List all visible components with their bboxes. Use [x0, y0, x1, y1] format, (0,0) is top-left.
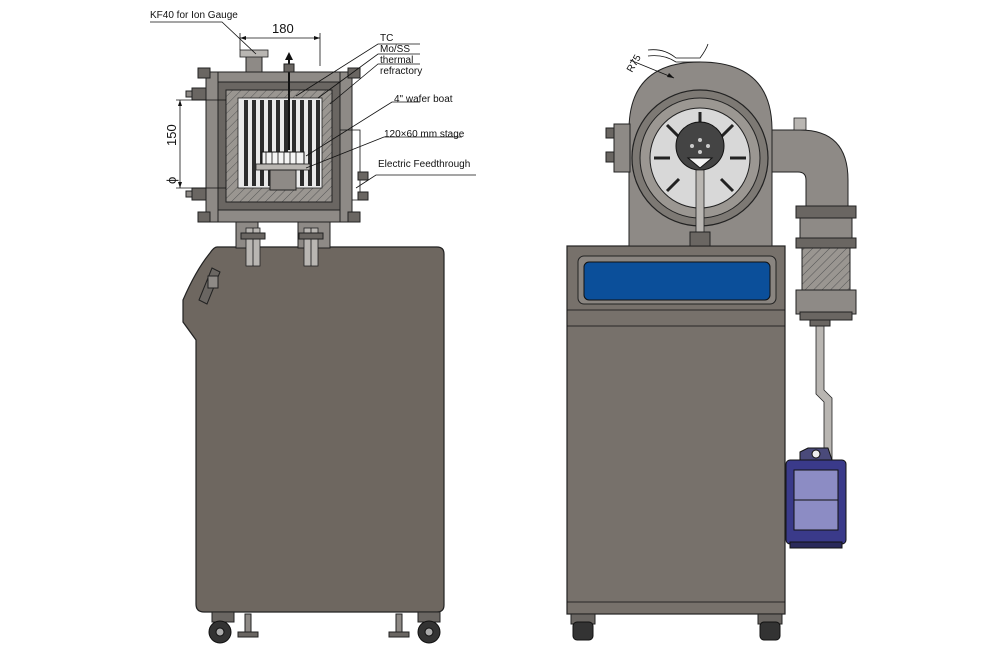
left-wheel-2: [417, 611, 441, 644]
right-gate-valve: [795, 205, 857, 321]
dim-150-text: 150: [164, 124, 179, 146]
right-heater-elements: [654, 112, 746, 193]
label-kf40: KF40 for Ion Gauge: [150, 10, 238, 21]
left-leader-lines: [150, 21, 476, 189]
left-chamber-top-flange: [205, 71, 353, 83]
dim-r75-text: R75: [625, 53, 644, 75]
right-wheel-2: [757, 613, 783, 641]
label-tc: TC: [380, 33, 393, 44]
right-cabinet-window: [583, 261, 771, 301]
right-wafer-boat: [686, 157, 714, 169]
left-stage: [255, 163, 311, 171]
left-wheel-1: [208, 611, 235, 644]
label-refractory: refractory: [380, 66, 422, 77]
label-stage: 120×60 mm stage: [384, 129, 465, 140]
right-side-clamps: [605, 123, 631, 173]
right-front-view: R75: [566, 43, 857, 641]
left-section-view: 180 150 ϕ KF40 for Ion Gauge TC Mo/SS th…: [150, 10, 476, 644]
left-dimension-height: 150 ϕ: [164, 99, 226, 189]
left-foot-2: [388, 613, 410, 638]
left-panel-switch: [207, 275, 219, 289]
left-foot-1: [237, 613, 259, 638]
label-feedthrough: Electric Feedthrough: [378, 159, 470, 170]
left-stage-post: [269, 169, 297, 191]
left-chamber-bottom-flange: [205, 209, 353, 223]
right-chamber-stand: [695, 169, 705, 237]
right-vacuum-pump: [785, 447, 847, 549]
left-tc-probe: [283, 52, 295, 150]
left-chamber-left-flange: [205, 71, 219, 223]
right-cabinet: [566, 245, 786, 615]
right-pump-elbow-pipe: [771, 129, 849, 207]
label-moss: Mo/SS: [380, 44, 410, 55]
left-cabinet: [182, 246, 445, 613]
right-foreline-tube: [815, 319, 833, 463]
right-wheel-1: [570, 613, 596, 641]
left-feedthrough-legs: [235, 221, 331, 267]
dim-phi-text: ϕ: [164, 177, 179, 184]
left-feedthrough-pipe: [340, 129, 361, 201]
dim-180-text: 180: [272, 21, 294, 36]
right-pipe-port: [793, 117, 807, 131]
left-heater-rods: [244, 100, 320, 186]
left-kf40-port: [239, 49, 269, 73]
left-side-clamps: [185, 67, 361, 223]
left-dimension-width: 180: [239, 21, 321, 66]
left-wafer-boat: [261, 151, 305, 165]
right-wire-leads: [647, 43, 709, 59]
label-thermal: thermal: [380, 55, 413, 66]
label-wafer-boat: 4" wafer boat: [394, 94, 453, 105]
